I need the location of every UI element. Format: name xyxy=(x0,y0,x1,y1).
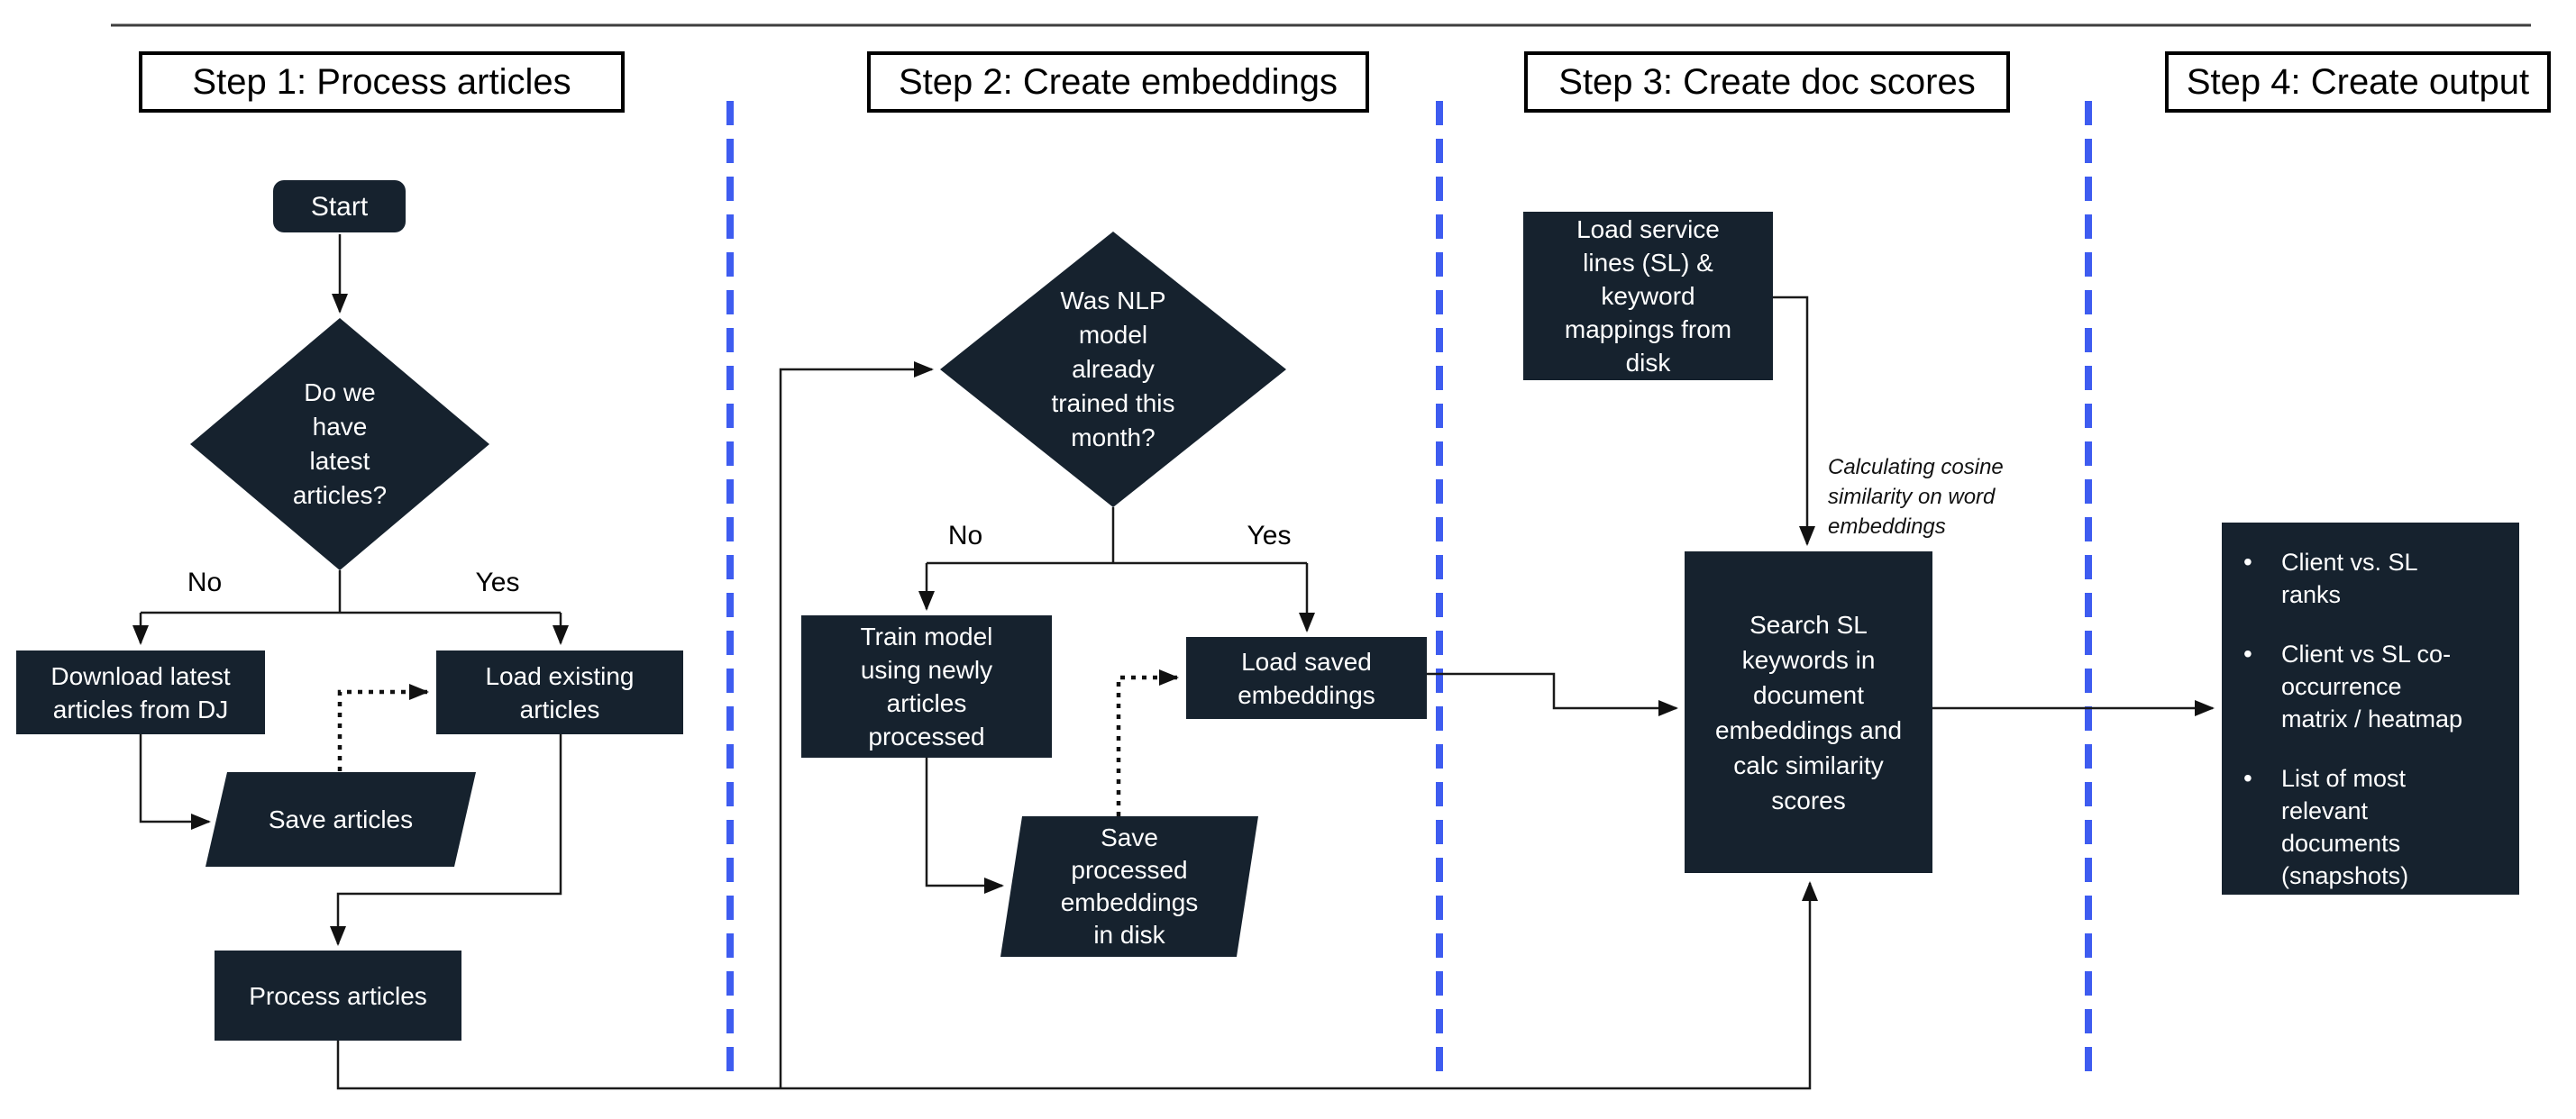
data-save-processed-embeddings: Save processed embeddings in disk xyxy=(1000,816,1258,957)
bullet-dot: • xyxy=(2243,764,2252,792)
bullet-dot: • xyxy=(2243,640,2252,668)
connector-decision1-split xyxy=(141,570,561,614)
connector-load-to-process xyxy=(330,734,562,946)
connector-loadsaved-to-search xyxy=(1427,672,1678,716)
output-bullet-client-vs-sl-ranks: • Client vs. SL ranks xyxy=(2243,546,2503,611)
process-train-model: Train model using newly articles process… xyxy=(801,615,1052,758)
process-load-service-lines: Load service lines (SL) & keyword mappin… xyxy=(1523,212,1773,380)
annotation-cosine-similarity: Calculating cosine similarity on word em… xyxy=(1828,455,2004,539)
step3-header: Step 3: Create doc scores xyxy=(1524,51,2010,113)
connector-download-to-save xyxy=(139,734,211,830)
process-load-saved-embeddings: Load saved embeddings xyxy=(1186,637,1427,719)
output-bullet-cooccurrence-matrix: • Client vs SL co- occurrence matrix / h… xyxy=(2243,638,2503,735)
data-save-articles: Save articles xyxy=(206,772,476,867)
output-bullet-relevant-documents: • List of most relevant documents (snaps… xyxy=(2243,762,2503,892)
step4-header: Step 4: Create output xyxy=(2165,51,2551,113)
step1-header-label: Step 1: Process articles xyxy=(192,61,571,102)
connector-bottom-bus xyxy=(336,881,1818,1090)
branch-label-no-2: No xyxy=(947,521,983,550)
bullet-dot: • xyxy=(2243,548,2252,576)
start-label: Start xyxy=(310,191,369,222)
branch-label-yes-1: Yes xyxy=(475,568,520,597)
process-download-latest-articles: Download latest articles from DJ xyxy=(16,650,265,734)
step3-header-label: Step 3: Create doc scores xyxy=(1558,61,1976,102)
bullet-text: Client vs. SL ranks xyxy=(2281,549,2418,608)
connector-saveemb-to-loadsaved-dotted xyxy=(1116,669,1179,816)
connector-save-to-load-dotted xyxy=(337,684,429,771)
connector-bus-to-decision2 xyxy=(779,361,934,1088)
connector-train-to-saveemb xyxy=(925,758,1004,894)
decision1-text: Do we have latest articles? xyxy=(292,378,388,509)
decision-have-latest-articles: Do we have latest articles? xyxy=(190,318,489,570)
process-search-sl-keywords: Search SL keywords in document embedding… xyxy=(1685,551,1932,873)
step2-header-label: Step 2: Create embeddings xyxy=(899,61,1338,102)
step1-header: Step 1: Process articles xyxy=(139,51,625,113)
branch-label-yes-2: Yes xyxy=(1247,521,1292,550)
process-load-existing-articles: Load existing articles xyxy=(436,650,683,734)
branch-label-no-1: No xyxy=(187,568,223,597)
step2-header: Step 2: Create embeddings xyxy=(867,51,1369,113)
output-list-box: • Client vs. SL ranks • Client vs SL co-… xyxy=(2222,523,2519,895)
bullet-text: List of most relevant documents (snapsho… xyxy=(2281,765,2409,889)
decision2-text: Was NLP model already trained this month… xyxy=(1051,287,1175,451)
connector-loadsl-to-search xyxy=(1773,296,1815,546)
step4-header-label: Step 4: Create output xyxy=(2186,61,2530,102)
start-node: Start xyxy=(273,180,406,232)
process-process-articles: Process articles xyxy=(215,951,461,1041)
decision-nlp-model-trained: Was NLP model already trained this month… xyxy=(940,232,1286,507)
connector-decision2-split xyxy=(927,507,1307,565)
bullet-text: Client vs SL co- occurrence matrix / hea… xyxy=(2281,641,2463,732)
